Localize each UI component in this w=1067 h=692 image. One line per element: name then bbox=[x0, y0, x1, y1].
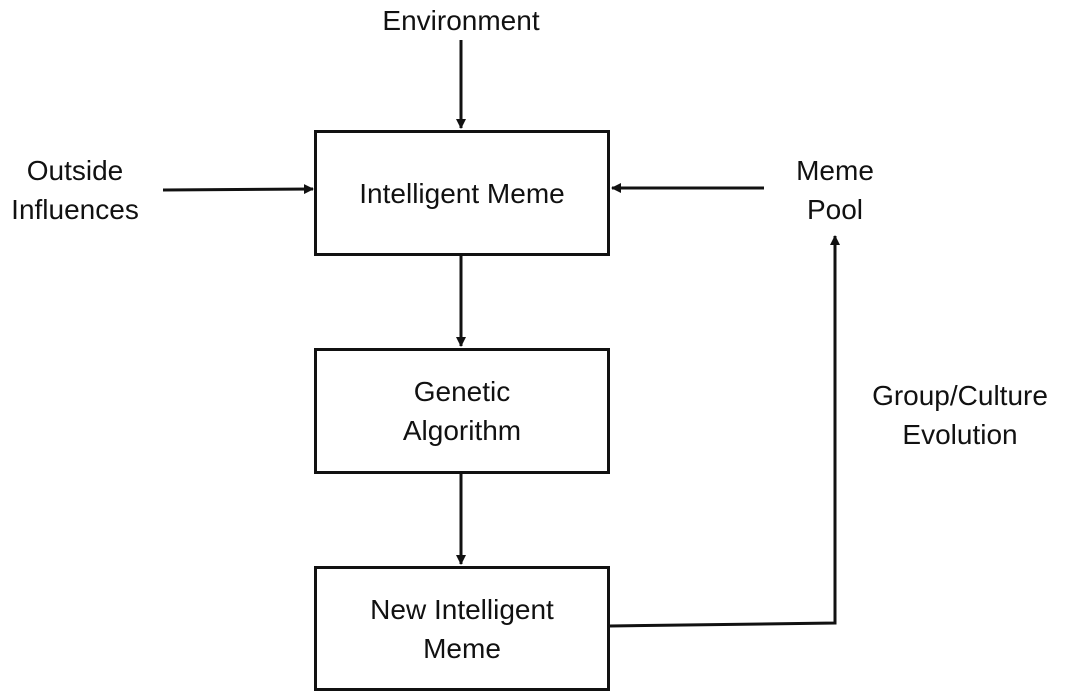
new-intelligent-meme-node: New Intelligent Meme bbox=[314, 566, 610, 691]
meme-pool-label: Meme Pool bbox=[796, 155, 874, 225]
intelligent-meme-label: Intelligent Meme bbox=[359, 177, 565, 209]
outside-influences-arrow bbox=[162, 184, 314, 195]
outside-influences-label: Outside Influences bbox=[11, 155, 139, 225]
intelligent-meme-node: Intelligent Meme bbox=[314, 130, 610, 256]
group-culture-evolution-label: Group/Culture Evolution bbox=[872, 380, 1048, 450]
new-intelligent-meme-label: New Intelligent Meme bbox=[370, 593, 554, 664]
genetic-algorithm-node: Genetic Algorithm bbox=[314, 348, 610, 474]
environment-label: Environment bbox=[382, 5, 540, 36]
genetic-algorithm-label: Genetic Algorithm bbox=[402, 376, 522, 446]
evolution-feedback-arrow bbox=[609, 235, 840, 628]
